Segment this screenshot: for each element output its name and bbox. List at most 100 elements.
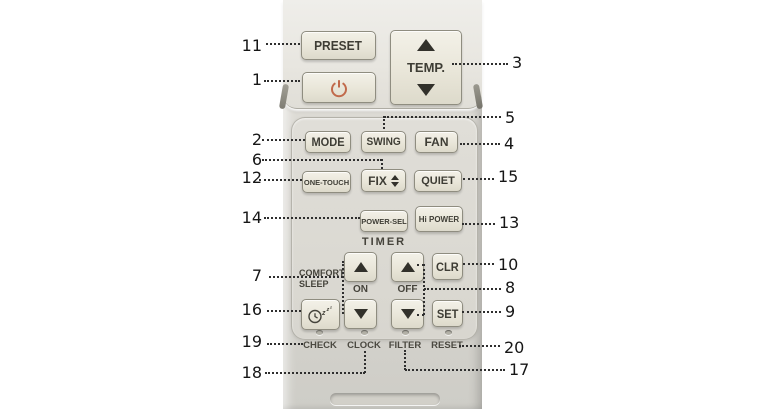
callout-line-19 <box>267 343 303 345</box>
power-button[interactable] <box>302 72 376 103</box>
fix-up-down-icon <box>390 174 399 187</box>
reset-recessed-button[interactable] <box>445 330 452 335</box>
callout-line-18 <box>364 351 366 373</box>
hi-power-button[interactable]: Hi POWER <box>415 206 463 232</box>
callout-line-6 <box>262 159 382 161</box>
clr-button[interactable]: CLR <box>432 253 463 280</box>
power-sel-button[interactable]: POWER-SEL <box>360 210 408 232</box>
svg-text:z: z <box>321 310 326 317</box>
temp-button[interactable]: TEMP. <box>390 30 462 105</box>
callout-line-5 <box>384 116 501 118</box>
callout-line-13 <box>462 223 495 225</box>
preset-button[interactable]: PRESET <box>301 31 376 60</box>
callout-line-8 <box>417 264 424 266</box>
comfort-sleep-label: COMFORT SLEEP <box>299 268 345 290</box>
temp-down-icon <box>417 84 435 96</box>
down-arrow-icon <box>353 309 368 319</box>
one-touch-button[interactable]: ONE-TOUCH <box>302 171 351 193</box>
mode-button[interactable]: MODE <box>305 131 351 153</box>
callout-1: 1 <box>251 70 262 89</box>
callout-19: 19 <box>241 332 262 351</box>
timer-label: TIMER <box>361 236 407 248</box>
callout-16: 16 <box>241 300 262 319</box>
check-label: CHECK <box>303 340 337 351</box>
quiet-label: QUIET <box>421 175 455 187</box>
callout-line-17 <box>405 369 505 371</box>
quiet-button[interactable]: QUIET <box>414 170 462 192</box>
callout-17: 17 <box>509 360 530 379</box>
callout-line-8 <box>424 288 501 290</box>
callout-6: 6 <box>251 150 262 169</box>
comfort-label: COMFORT <box>299 268 345 278</box>
callout-line-16 <box>267 310 301 312</box>
check-recessed-button[interactable] <box>316 330 323 335</box>
fix-button[interactable]: FIX <box>361 169 406 192</box>
down-arrow-icon <box>400 309 415 319</box>
callout-20: 20 <box>504 338 525 357</box>
callout-line-7 <box>269 276 343 278</box>
swing-label: SWING <box>366 136 401 148</box>
callout-line-2 <box>262 139 305 141</box>
clr-label: CLR <box>436 259 459 274</box>
filter-label: FILTER <box>388 340 422 351</box>
preset-label: PRESET <box>314 38 363 53</box>
callout-12: 12 <box>241 168 262 187</box>
callout-9: 9 <box>505 302 516 321</box>
timer-on-label: ON <box>353 284 368 295</box>
callout-line-5 <box>383 116 385 129</box>
sleep-clock-icon: z z z <box>307 305 332 323</box>
svg-text:z: z <box>325 307 329 313</box>
callout-line-15 <box>463 178 494 180</box>
fix-label: FIX <box>368 173 387 188</box>
timer-on-up-button[interactable] <box>344 252 377 282</box>
swing-button[interactable]: SWING <box>361 131 406 153</box>
set-label: SET <box>436 306 459 321</box>
power-icon <box>331 79 347 97</box>
callout-2: 2 <box>251 130 262 149</box>
callout-line-14 <box>264 217 360 219</box>
callout-line-3 <box>452 63 508 65</box>
sleep-label: SLEEP <box>299 279 329 289</box>
callout-13: 13 <box>499 213 520 232</box>
comfort-sleep-button[interactable]: z z z <box>301 299 340 330</box>
callout-line-8 <box>417 314 424 316</box>
callout-18: 18 <box>241 363 262 382</box>
mode-label: MODE <box>311 135 345 149</box>
hi-power-label: Hi POWER <box>418 214 460 224</box>
callout-7: 7 <box>251 266 262 285</box>
callout-line-6 <box>381 159 383 169</box>
up-arrow-icon <box>400 262 415 272</box>
filter-recessed-button[interactable] <box>402 330 409 335</box>
callout-line-18 <box>265 372 365 374</box>
clock-recessed-button[interactable] <box>361 330 368 335</box>
clock-label: CLOCK <box>347 340 381 351</box>
set-button[interactable]: SET <box>432 300 463 327</box>
one-touch-label: ONE-TOUCH <box>303 177 350 187</box>
callout-line-20 <box>459 345 500 347</box>
callout-line-4 <box>460 143 500 145</box>
callout-line-12 <box>259 179 302 181</box>
power-sel-label: POWER-SEL <box>361 216 407 226</box>
reset-label: RESET <box>431 340 463 351</box>
temp-label: TEMP. <box>406 60 446 75</box>
callout-line-11 <box>266 43 300 45</box>
callout-15: 15 <box>498 167 519 186</box>
fan-label: FAN <box>424 135 449 149</box>
battery-cover-groove <box>330 393 440 405</box>
callout-3: 3 <box>512 53 523 72</box>
callout-line-7 <box>342 261 344 314</box>
up-arrow-icon <box>353 262 368 272</box>
callout-10: 10 <box>498 255 519 274</box>
callout-11: 11 <box>241 36 262 55</box>
fan-button[interactable]: FAN <box>415 131 458 153</box>
timer-on-down-button[interactable] <box>344 299 377 329</box>
callout-14: 14 <box>241 208 262 227</box>
callout-line-17 <box>404 350 406 370</box>
callout-line-8 <box>423 264 425 315</box>
callout-line-9 <box>462 311 501 313</box>
callout-8: 8 <box>505 278 516 297</box>
timer-off-up-button[interactable] <box>391 252 424 282</box>
svg-text:z: z <box>329 305 332 310</box>
temp-up-icon <box>417 39 435 51</box>
